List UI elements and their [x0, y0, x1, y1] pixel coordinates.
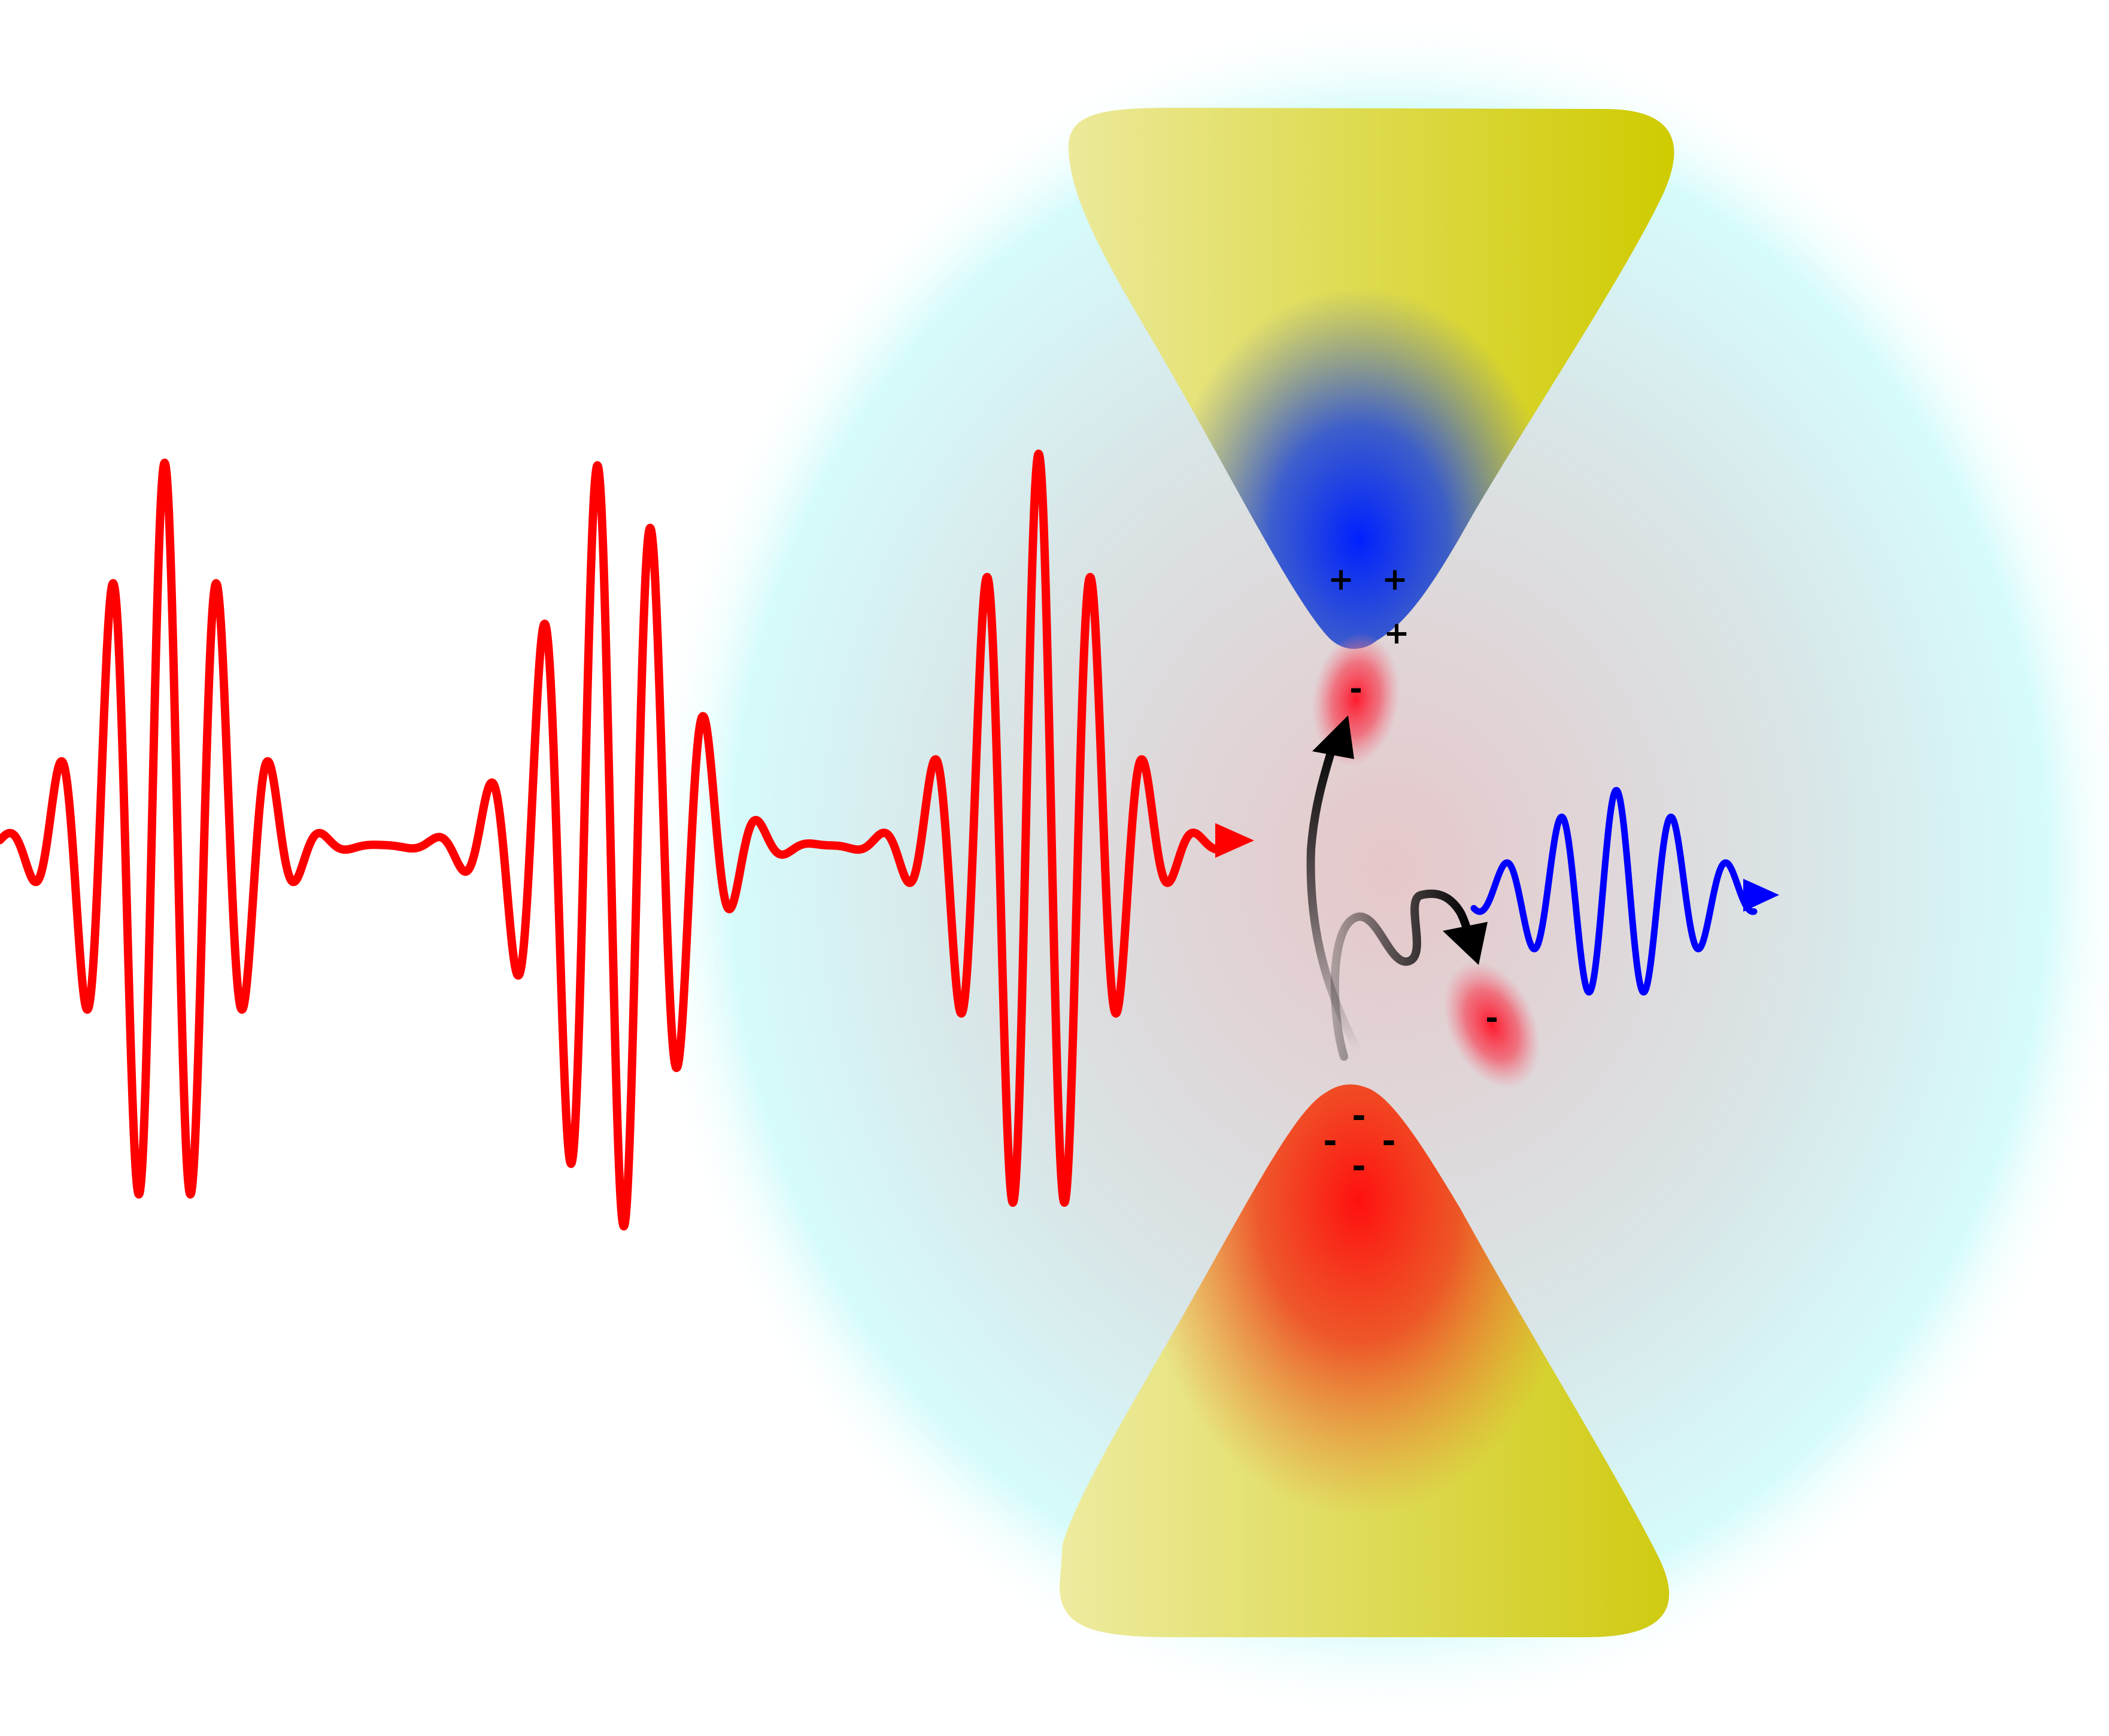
field-halo: [641, 12, 2109, 1724]
bottom-tip-charge-1: -: [1352, 1097, 1365, 1136]
top-tip-charge-1: +: [1328, 562, 1354, 597]
upper-electron-charge: -: [1349, 671, 1362, 707]
arrow-right-icon: [1215, 823, 1254, 858]
top-tip-charge-2: +: [1382, 562, 1408, 597]
bottom-tip-charge-3: -: [1382, 1122, 1395, 1161]
bottom-tip-charge-4: -: [1352, 1147, 1365, 1186]
emitted-wave: [1470, 787, 1758, 996]
lower-electron-charge: -: [1485, 1000, 1498, 1036]
wavy-arrow-icon: [1330, 890, 1488, 1061]
bottom-tip-charge-2: -: [1323, 1122, 1337, 1161]
top-tip-charge-3: +: [1383, 615, 1410, 651]
arrow-right-icon: [1743, 879, 1779, 912]
driving-pulse-train: [0, 450, 1225, 1231]
lower-electron-cloud: [1443, 961, 1540, 1088]
